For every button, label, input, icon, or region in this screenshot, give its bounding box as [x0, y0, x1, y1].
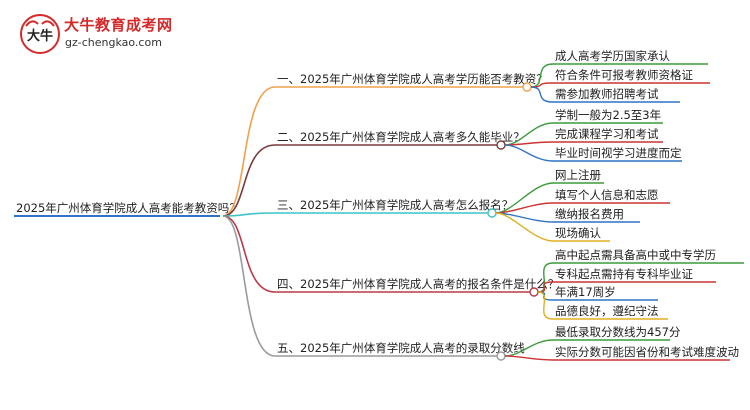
- child-connector: [504, 355, 554, 361]
- branch-label: 五、2025年广州体育学院成人高考的录取分数线: [277, 341, 525, 355]
- child-label: 学制一般为2.5至3年: [555, 108, 661, 122]
- branch-label: 三、2025年广州体育学院成人高考怎么报名？: [277, 198, 513, 212]
- branch-connector: [222, 144, 276, 217]
- branch-connector: [222, 86, 276, 217]
- child-connector: [537, 291, 554, 301]
- site-title: 大牛教育成考网: [64, 16, 173, 34]
- child-label: 成人高考学历国家承认: [555, 49, 670, 63]
- branch-node: [522, 82, 532, 92]
- child-connector: [495, 212, 554, 242]
- svg-text:大牛: 大牛: [27, 28, 53, 44]
- child-label: 品德良好，遵纪守法: [555, 304, 659, 318]
- child-connector: [537, 291, 554, 320]
- child-label: 完成课程学习和考试: [555, 127, 659, 141]
- child-label: 填写个人信息和志愿: [555, 188, 659, 202]
- child-connector: [530, 86, 554, 103]
- branch-connector: [222, 212, 276, 217]
- child-connector: [504, 144, 554, 162]
- branch-label: 二、2025年广州体育学院成人高考多久能毕业？: [277, 130, 525, 144]
- child-label: 专科起点需持有专科毕业证: [555, 267, 693, 281]
- branch-node: [496, 351, 506, 361]
- branch-label: 一、2025年广州体育学院成人高考学历能否考教资？: [277, 72, 548, 86]
- child-connector: [495, 212, 554, 223]
- branch-node: [487, 208, 497, 218]
- branch-label: 四、2025年广州体育学院成人高考的报名条件是什么？: [277, 277, 559, 291]
- child-label: 需参加教师招聘考试: [555, 87, 659, 101]
- branch-connector: [222, 215, 276, 293]
- site-logo[interactable]: 大牛 大牛教育成考网 gz-chengkao.com: [18, 12, 208, 56]
- child-label: 缴纳报名费用: [555, 207, 624, 221]
- branch-node: [496, 140, 506, 150]
- child-label: 实际分数可能因省份和考试难度波动: [555, 345, 739, 359]
- root-label: 2025年广州体育学院成人高考能考教资吗？: [16, 201, 241, 215]
- child-label: 高中起点需具备高中或中专学历: [555, 248, 716, 262]
- child-label: 毕业时间视学习进度而定: [555, 146, 682, 160]
- bull-logo-icon: 大牛: [20, 14, 60, 54]
- child-label: 现场确认: [555, 226, 601, 240]
- child-label: 最低录取分数线为457分: [555, 325, 681, 339]
- branch-connector: [222, 215, 276, 357]
- site-url: gz-chengkao.com: [65, 36, 162, 49]
- child-label: 网上注册: [555, 168, 601, 182]
- child-label: 年满17周岁: [555, 285, 616, 299]
- branch-node: [529, 287, 539, 297]
- child-label: 符合条件可报考教师资格证: [555, 68, 693, 82]
